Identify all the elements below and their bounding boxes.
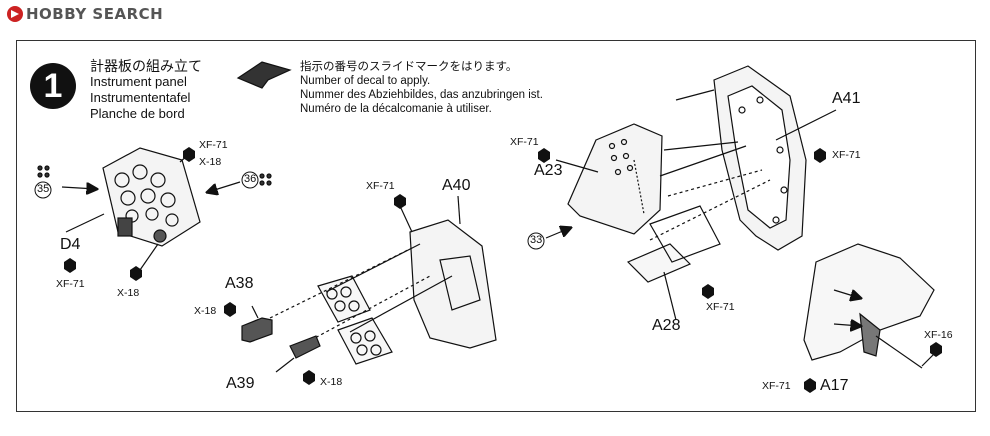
instrument-panel-drawing: [102, 147, 201, 247]
step-title-fr: Planche de bord: [90, 106, 185, 121]
paint-hex-icon: [538, 148, 550, 163]
decal-33-label: 33: [530, 234, 543, 246]
paint-code-xf16: XF-16: [924, 329, 953, 341]
step-title-en: Instrument panel: [90, 74, 187, 89]
paint-hex-icon: [183, 147, 195, 162]
part-label-a39: A39: [226, 375, 255, 392]
paint-hex-icon: [930, 342, 942, 357]
part-label-a38: A38: [225, 275, 254, 292]
floor-a28-drawing: [626, 205, 721, 283]
step-title: 計器板の組み立て Instrument panel Instrumententa…: [90, 58, 202, 122]
paint-hex-icon: [702, 284, 714, 299]
bulkhead-a40-drawing: [409, 219, 497, 349]
part-label-d4: D4: [60, 236, 81, 253]
paint-code-xf71: XF-71: [56, 278, 85, 290]
paint-code-x18: X-18: [320, 376, 343, 388]
part-label-a40: A40: [442, 177, 471, 194]
part-label-a28: A28: [652, 317, 681, 334]
decal-number-circle: [34, 181, 52, 199]
paint-code-xf71: XF-71: [366, 180, 395, 192]
paint-code-xf71: XF-71: [762, 380, 791, 392]
paint-code-xf71: XF-71: [706, 301, 735, 313]
decal-instruction-jp: 指示の番号のスライドマークをはります。: [300, 61, 518, 73]
paint-hex-icon: [130, 266, 142, 281]
paint-code-x18: X-18: [194, 305, 217, 317]
paint-code-xf71: XF-71: [832, 149, 861, 161]
paint-hex-icon: [303, 370, 315, 385]
decal-36-label: 36: [244, 173, 257, 185]
decal-35-label: 35: [37, 183, 50, 195]
part-a39-drawing: [289, 335, 321, 359]
paint-code-xf71: XF-71: [510, 136, 539, 148]
frame-a41-drawing: [713, 65, 807, 251]
paint-code-x18: X-18: [117, 287, 140, 299]
paint-hex-icon: [64, 258, 76, 273]
watermark-text: HOBBY SEARCH: [26, 5, 164, 23]
part-a38-drawing: [241, 317, 273, 343]
part-label-a23: A23: [534, 162, 563, 179]
decal-instruction-fr: Numéro de la décalcomanie à utiliser.: [300, 103, 492, 115]
step-title-de: Instrumententafel: [90, 90, 191, 105]
paint-hex-icon: [814, 148, 826, 163]
paint-hex-icon: [394, 194, 406, 209]
decal-instruction-de: Nummer des Abziehbildes, das anzubringen…: [300, 89, 543, 101]
decal-instruction-en: Number of decal to apply.: [300, 75, 431, 87]
decal-arrow-icon: [236, 61, 292, 89]
decal-number-circle: [241, 171, 259, 189]
part-label-a17: A17: [820, 377, 849, 394]
paint-hex-icon: [224, 302, 236, 317]
decal-number-circle: [527, 232, 545, 250]
step-title-jp: 計器板の組み立て: [90, 58, 202, 74]
paint-code-xf71: XF-71: [199, 139, 228, 151]
instruction-frame: [16, 40, 976, 412]
detail-inset-drawing: [803, 243, 935, 369]
watermark: HOBBY SEARCH: [6, 5, 163, 23]
decal-instruction: 指示の番号のスライドマークをはります。 Number of decal to a…: [300, 60, 543, 116]
part-label-a41: A41: [832, 90, 861, 107]
step-number-badge: 1: [30, 63, 76, 109]
seat-a23-drawing: [567, 123, 663, 235]
paint-code-x18: X-18: [199, 156, 222, 168]
hobby-search-logo-icon: [7, 6, 23, 22]
paint-hex-icon: [804, 378, 816, 393]
gauge-cluster-drawing: [317, 275, 393, 365]
